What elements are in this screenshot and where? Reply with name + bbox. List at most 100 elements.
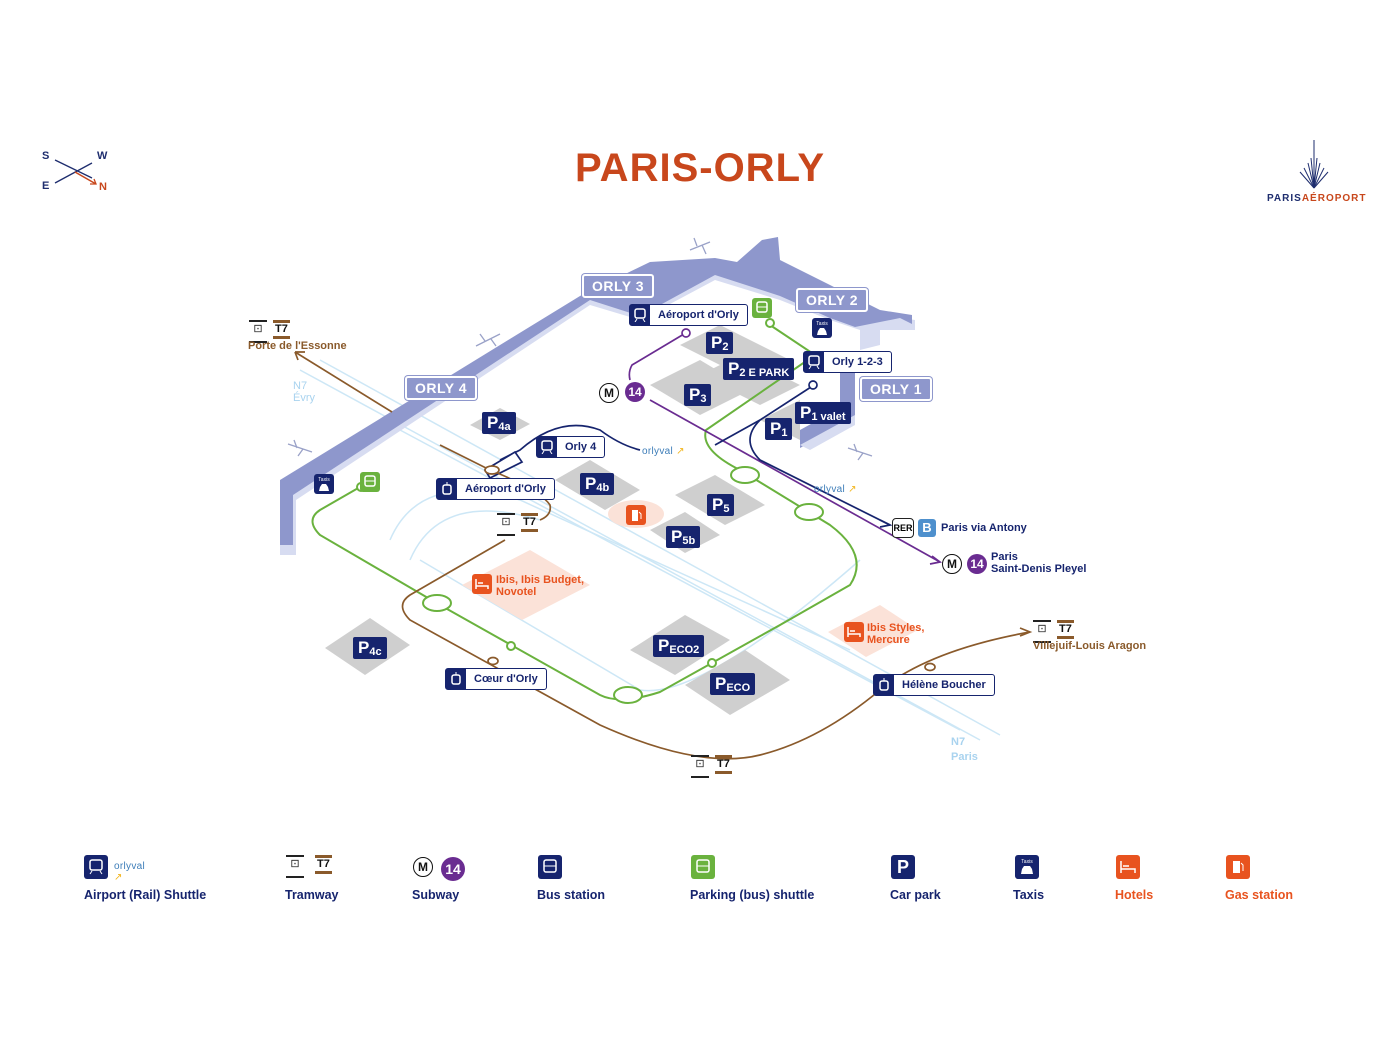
legend-label-airport-shuttle: Airport (Rail) Shuttle (84, 888, 207, 902)
metro-14-line (628, 328, 943, 565)
plane-icon (847, 443, 873, 461)
road-n7-paris-label: Paris (951, 751, 978, 763)
parking-p5b[interactable]: P5b (666, 526, 701, 548)
plane-icon (689, 237, 711, 255)
parking-shuttle-icon (691, 855, 715, 879)
tram-t7-badge[interactable]: T7 (715, 755, 732, 774)
station-orly-1-2-3[interactable]: Orly 1-2-3 (803, 351, 892, 373)
metro-m-icon: M (942, 554, 962, 574)
destination-paris-via-antony: Paris via Antony (941, 522, 1027, 534)
parking-peco[interactable]: PECO (710, 673, 756, 695)
legend-label-bus-station: Bus station (537, 888, 606, 902)
logo-text-aeroport: AÉROPORT (1301, 193, 1367, 204)
train-icon (630, 305, 650, 325)
parking-peco2[interactable]: PECO2 (653, 635, 705, 657)
terminal-label-orly-3[interactable]: ORLY 3 (582, 274, 655, 298)
compass-east: E (42, 180, 50, 192)
parking-p5[interactable]: P5 (707, 494, 735, 516)
parking-p4a[interactable]: P4a (482, 412, 516, 434)
tram-icon: ⊡ (691, 755, 709, 778)
compass-south: S (42, 150, 50, 162)
logo-text-paris: PARIS (1267, 193, 1302, 204)
tram-t7-badge: T7 (315, 855, 332, 874)
hotel-ibis-novotel[interactable]: Ibis, Ibis Budget,Novotel (496, 574, 585, 598)
road-n7-evry-label: Évry (293, 392, 315, 404)
parking-p4c[interactable]: P4c (353, 637, 387, 659)
destination-saint-denis-pleyel: Saint-Denis Pleyel (991, 563, 1087, 575)
hotel-icon (844, 622, 864, 642)
taxi-stand-icon[interactable]: Taxis (314, 474, 334, 494)
metro-m-icon: M (599, 383, 619, 403)
parking-shuttle-stop-icon[interactable] (752, 298, 772, 318)
train-icon (537, 437, 557, 457)
bus-icon (538, 855, 562, 879)
station-aeroport-orly-orlyval[interactable]: Aéroport d'Orly (629, 304, 748, 326)
road-n7-label: N7 (293, 380, 308, 392)
parking-p2[interactable]: P2 (706, 332, 734, 354)
parking-p1-valet[interactable]: P1 valet (795, 402, 851, 424)
plane-icons (287, 237, 873, 461)
parking-p1[interactable]: P1 (765, 418, 793, 440)
taxi-icon: Taxis (1015, 855, 1039, 879)
compass-north: N (99, 181, 107, 193)
tram-t7-line (294, 351, 1033, 760)
legend-label-parking-shuttle: Parking (bus) shuttle (690, 888, 815, 902)
legend-taxis: Taxis (1015, 855, 1039, 879)
tram-t7-badge[interactable]: T7 (273, 320, 290, 339)
station-aeroport-orly-tram[interactable]: Aéroport d'Orly (436, 478, 555, 500)
tram-icon: ⊡ (1033, 620, 1051, 643)
tram-icon (874, 675, 894, 695)
plane-icon (475, 333, 501, 347)
tram-icon (446, 669, 466, 689)
rer-icon: RER (892, 518, 914, 538)
train-icon (804, 352, 824, 372)
parking-shuttle-stop-icon[interactable] (360, 472, 380, 492)
legend-car-park: P (891, 855, 915, 879)
terminal-label-orly-2[interactable]: ORLY 2 (796, 288, 869, 312)
legend-label-subway: Subway (412, 888, 460, 902)
parking-p3[interactable]: P3 (684, 384, 712, 406)
hotel-areas (462, 500, 918, 657)
legend-label-tramway: Tramway (285, 888, 339, 902)
terminal-label-orly-4[interactable]: ORLY 4 (405, 376, 478, 400)
legend-airport-shuttle: orlyval ↗ (84, 855, 145, 883)
legend-label-hotels: Hotels (1115, 888, 1154, 902)
legend-label-gas-station: Gas station (1225, 888, 1294, 902)
legend-label-taxis: Taxis (1013, 888, 1045, 902)
road-n7-label: N7 (951, 736, 966, 748)
hotel-icon (1116, 855, 1140, 879)
tram-icon (437, 479, 457, 499)
station-coeur-orly[interactable]: Cœur d'Orly (445, 668, 547, 690)
orlyval-label: orlyval ↗ (814, 484, 857, 495)
tram-t7-badge[interactable]: T7 (1057, 620, 1074, 639)
tram-t7-badge[interactable]: T7 (521, 513, 538, 532)
page-title: PARIS-ORLY (574, 146, 826, 190)
tram-icon: ⊡ (286, 855, 304, 878)
rer-line-b-badge[interactable]: B (918, 519, 936, 537)
tram-icon: ⊡ (249, 320, 267, 343)
hotel-ibis-styles-mercure[interactable]: Ibis Styles,Mercure (867, 622, 925, 646)
taxi-stand-icon[interactable]: Taxis (812, 318, 832, 338)
metro-line-14-badge[interactable]: 14 (625, 382, 645, 402)
legend-label-car-park: Car park (890, 888, 941, 902)
legend-bus-station (538, 855, 562, 879)
station-orly-4[interactable]: Orly 4 (536, 436, 606, 458)
plane-icon (287, 439, 313, 457)
compass-west: W (97, 150, 108, 162)
terminal-label-orly-1[interactable]: ORLY 1 (860, 377, 933, 401)
legend-hotels (1116, 855, 1140, 879)
gas-station-icon[interactable] (626, 505, 646, 525)
metro-line-14-badge[interactable]: 14 (967, 554, 987, 574)
parking-p2-epark[interactable]: P2 E PARK (723, 358, 795, 380)
orlyval-line (483, 380, 893, 528)
destination-villejuif-louis-aragon: Villejuif-Louis Aragon (1033, 640, 1147, 652)
logo-rays-icon (1299, 140, 1329, 189)
orlyval-label: orlyval ↗ (642, 446, 685, 457)
airport-shuttle-icon (84, 855, 108, 879)
destination-paris: Paris (991, 551, 1018, 563)
station-helene-boucher[interactable]: Hélène Boucher (873, 674, 995, 696)
hotel-icon (472, 574, 492, 594)
tram-icon: ⊡ (497, 513, 515, 536)
car-park-icon: P (891, 855, 915, 879)
parking-p4b[interactable]: P4b (580, 473, 615, 495)
